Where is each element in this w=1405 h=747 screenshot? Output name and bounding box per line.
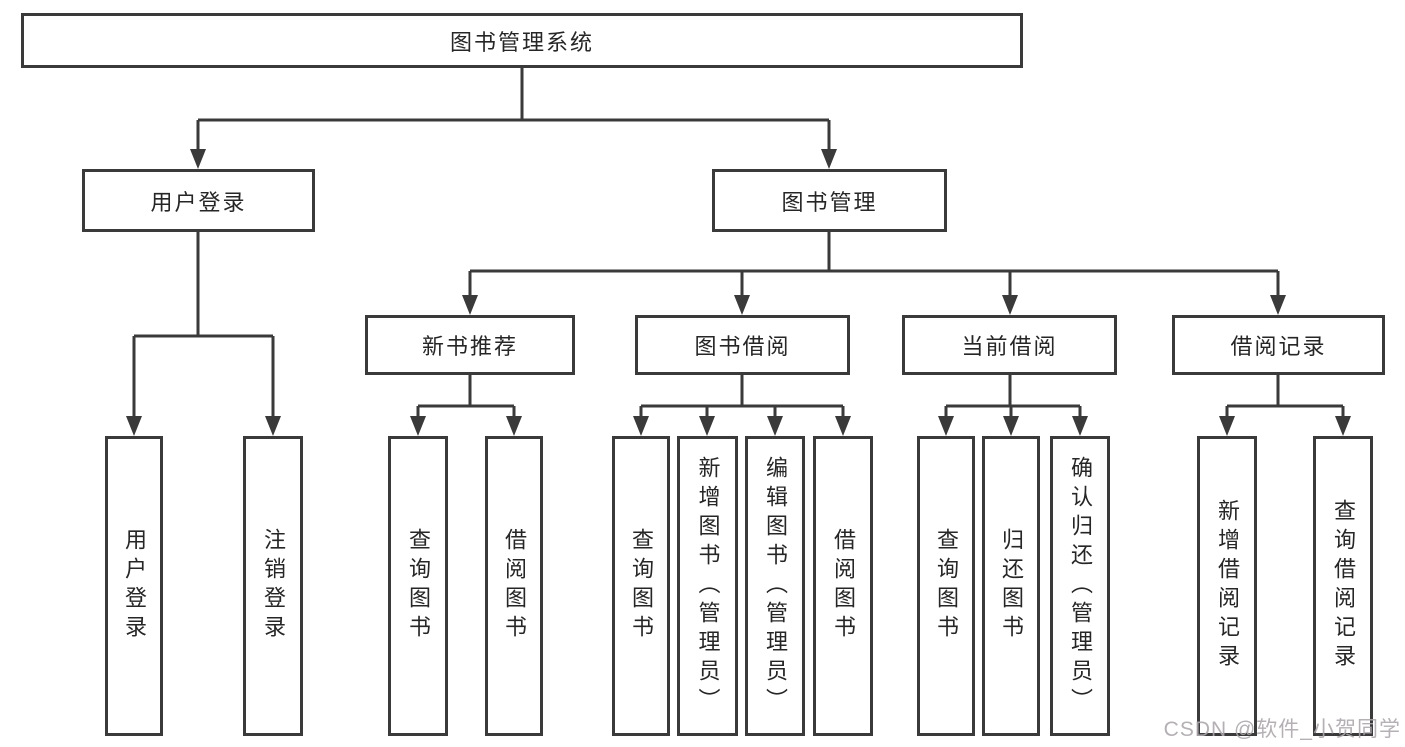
leaf-rec-query-book-label: 查询图书 [406,528,431,644]
leaf-borrow-borrow-book: 借阅图书 [813,436,873,736]
connector-newbookrec-to-leaves [416,375,516,417]
leaf-logout-login: 注销登录 [243,436,303,736]
node-user-login: 用户登录 [82,169,315,232]
leaf-borrow-edit-book-admin: 编辑图书（管理员） [745,436,805,736]
leaf-current-confirm-return-admin: 确认归还（管理员） [1050,436,1110,736]
leaf-rec-query-book: 查询图书 [388,436,448,736]
leaf-user-login: 用户登录 [105,436,163,736]
node-new-book-recommend-label: 新书推荐 [421,334,518,359]
connector-currentborrow-to-leaves [944,375,1082,417]
node-borrow-records: 借阅记录 [1172,315,1385,375]
leaf-borrow-add-book-admin-label: 新增图书（管理员） [695,455,721,717]
node-new-book-recommend: 新书推荐 [365,315,575,375]
csdn-watermark: CSDN @软件_小贺同学 [1163,718,1401,741]
node-book-borrow-label: 图书借阅 [694,334,791,359]
node-root-label: 图书管理系统 [449,29,594,55]
node-borrow-records-label: 借阅记录 [1230,334,1327,359]
connector-bookborrow-to-leaves [639,375,845,417]
node-root: 图书管理系统 [21,13,1023,68]
node-current-borrow-label: 当前借阅 [961,334,1058,359]
leaf-borrow-query-book: 查询图书 [612,436,670,736]
leaf-records-query-record-label: 查询借阅记录 [1331,499,1356,673]
node-user-login-label: 用户登录 [150,189,247,215]
connector-root-to-level2 [196,68,831,150]
node-book-borrow: 图书借阅 [635,315,850,375]
leaf-current-confirm-return-admin-label: 确认归还（管理员） [1068,455,1093,717]
leaf-borrow-add-book-admin: 新增图书（管理员） [677,436,738,736]
leaf-current-query-book: 查询图书 [917,436,975,736]
leaf-rec-borrow-book-label: 借阅图书 [502,528,527,644]
leaf-borrow-borrow-book-label: 借阅图书 [831,528,856,644]
leaf-records-add-record: 新增借阅记录 [1197,436,1257,736]
leaf-records-add-record-label: 新增借阅记录 [1215,499,1240,673]
arrowheads [126,149,1351,436]
leaf-user-login-label: 用户登录 [122,528,147,644]
node-book-management: 图书管理 [712,169,947,232]
leaf-current-return-book-label: 归还图书 [999,528,1024,644]
connector-bookmgmt-to-level3 [468,232,1280,297]
leaf-records-query-record: 查询借阅记录 [1313,436,1373,736]
leaf-rec-borrow-book: 借阅图书 [485,436,543,736]
connector-userlogin-to-leaves [132,232,275,417]
leaf-current-return-book: 归还图书 [982,436,1040,736]
leaf-borrow-edit-book-admin-label: 编辑图书（管理员） [763,455,788,717]
node-book-management-label: 图书管理 [781,189,878,215]
leaf-current-query-book-label: 查询图书 [934,528,959,644]
leaf-logout-login-label: 注销登录 [261,528,286,644]
connector-borrowrecords-to-leaves [1225,375,1345,417]
node-current-borrow: 当前借阅 [902,315,1117,375]
leaf-borrow-query-book-label: 查询图书 [629,528,654,644]
